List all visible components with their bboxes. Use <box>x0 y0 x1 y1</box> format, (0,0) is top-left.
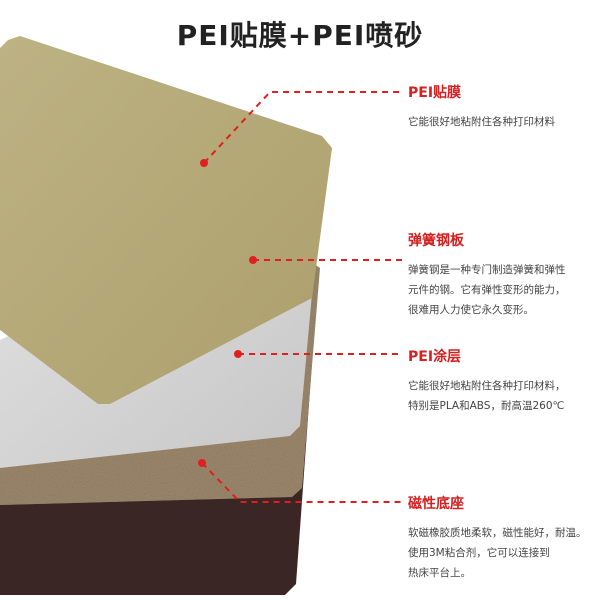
callout-heading: 弹簧钢板 <box>408 233 464 249</box>
callout-spring-steel: 弹簧钢板 弹簧钢是一种专门制造弹簧和弹性 元件的钢。它有弹性变形的能力， 很难用… <box>408 230 593 320</box>
marker-dot-pei-coating <box>234 350 242 358</box>
callout-description: 它能很好地粘附住各种打印材料 <box>408 116 555 128</box>
callout-heading: PEI贴膜 <box>408 85 462 101</box>
callout-pei-film: PEI贴膜 它能很好地粘附住各种打印材料 <box>408 82 593 132</box>
callout-description: 它能很好地粘附住各种打印材料， 特别是PLA和ABS，耐高温260℃ <box>408 380 566 412</box>
marker-dot-pei-film <box>200 159 208 167</box>
callout-pei-coating: PEI涂层 它能很好地粘附住各种打印材料， 特别是PLA和ABS，耐高温260℃ <box>408 346 593 416</box>
callout-heading: 磁性底座 <box>408 496 464 512</box>
marker-dot-spring-steel <box>249 256 257 264</box>
pei-film-layer <box>0 36 332 404</box>
callout-magnetic-base: 磁性底座 软磁橡胶质地柔软，磁性能好，耐温。 使用3M粘合剂，它可以连接到 热床… <box>408 493 593 583</box>
callout-description: 软磁橡胶质地柔软，磁性能好，耐温。 使用3M粘合剂，它可以连接到 热床平台上。 <box>408 527 587 579</box>
callout-description: 弹簧钢是一种专门制造弹簧和弹性 元件的钢。它有弹性变形的能力， 很难用人力使它永… <box>408 264 566 316</box>
marker-dot-magnetic-base <box>198 459 206 467</box>
page-title: PEI贴膜+PEI喷砂 <box>176 19 424 52</box>
callout-heading: PEI涂层 <box>408 349 462 365</box>
